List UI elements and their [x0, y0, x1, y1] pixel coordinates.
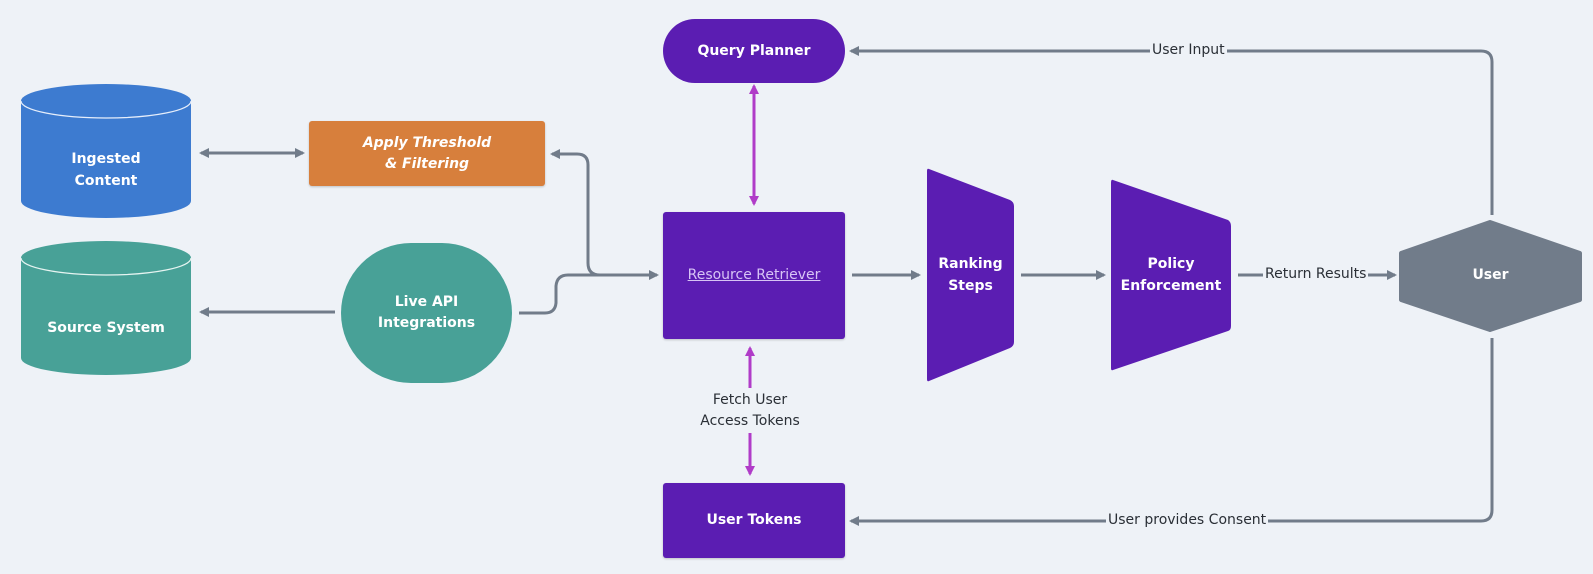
query-planner-label: Query Planner	[697, 42, 811, 59]
edge-liveapi-retriever	[519, 270, 659, 315]
user-input-label: User Input	[1150, 40, 1227, 61]
user-node[interactable]	[1399, 220, 1582, 332]
fetch-tokens-label-line1: Fetch User	[712, 392, 788, 408]
ranking-steps-label-line2: Steps	[948, 278, 993, 294]
ingested-content-node[interactable]	[20, 84, 192, 218]
query-planner-node[interactable]: Query Planner	[663, 19, 845, 83]
policy-enforcement-label-line1: Policy	[1147, 256, 1195, 272]
apply-threshold-label-line2: & Filtering	[384, 155, 470, 172]
source-system-node[interactable]	[20, 241, 192, 375]
source-system-text: Source System	[21, 312, 191, 344]
ranking-steps-node[interactable]	[927, 168, 1014, 382]
edge-user-tokens	[849, 338, 1494, 526]
user-tokens-node[interactable]: User Tokens	[663, 483, 845, 558]
policy-enforcement-text: Policy Enforcement	[1111, 253, 1231, 297]
live-api-label-line2: Integrations	[377, 315, 476, 331]
live-api-node[interactable]: Live API Integrations	[341, 243, 512, 383]
resource-retriever-node[interactable]: Resource Retriever	[663, 212, 845, 339]
fetch-tokens-label: Fetch User Access Tokens	[695, 390, 805, 432]
edge-retriever-threshold	[550, 149, 601, 277]
policy-enforcement-label-line2: Enforcement	[1120, 278, 1222, 294]
user-tokens-label: User Tokens	[706, 512, 802, 528]
resource-retriever-link[interactable]: Resource Retriever	[687, 267, 821, 283]
user-label: User	[1472, 267, 1509, 283]
ranking-steps-label-line1: Ranking	[938, 256, 1003, 272]
ingested-content-label-line2: Content	[74, 173, 138, 189]
return-results-label: Return Results	[1263, 264, 1369, 285]
ingested-content-text: Ingested Content	[21, 140, 191, 200]
source-system-label: Source System	[47, 320, 165, 336]
edge-user-queryplanner	[849, 46, 1494, 215]
policy-enforcement-node[interactable]	[1111, 179, 1231, 371]
ingested-content-label-line1: Ingested	[71, 151, 141, 167]
apply-threshold-node[interactable]: Apply Threshold & Filtering	[309, 121, 545, 186]
live-api-label-line1: Live API	[394, 294, 459, 310]
fetch-tokens-label-line2: Access Tokens	[700, 413, 800, 429]
ranking-steps-text: Ranking Steps	[927, 253, 1014, 297]
apply-threshold-label-line1: Apply Threshold	[362, 134, 492, 151]
user-consent-label: User provides Consent	[1106, 510, 1269, 531]
user-text: User	[1401, 262, 1580, 288]
